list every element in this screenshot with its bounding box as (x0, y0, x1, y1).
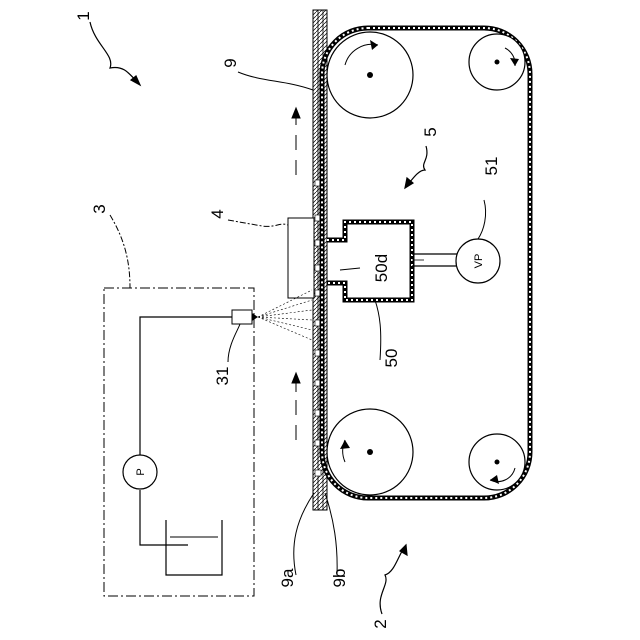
vacuum-pump-label: VP (473, 254, 485, 269)
pump-label: P (135, 468, 147, 475)
ref-2: 2 (371, 619, 390, 628)
ref-50: 50 (382, 349, 401, 368)
roller-top-left (327, 32, 413, 118)
ref-51: 51 (482, 157, 501, 176)
ref-9a: 9a (278, 568, 297, 587)
ref-31: 31 (213, 367, 232, 386)
ref-5: 5 (421, 127, 440, 136)
reference-numerals: 1 2 3 4 5 9 9a 9b 31 50 50d 51 (74, 11, 501, 628)
ref-50d: 50d (372, 254, 391, 282)
ref-3: 3 (90, 204, 109, 213)
vacuum-pump: VP (456, 239, 500, 283)
chamber-4 (288, 218, 314, 298)
pump: P (123, 455, 157, 489)
ref-9b: 9b (330, 569, 349, 588)
roller-bottom-left (327, 409, 413, 495)
ref-4: 4 (208, 209, 227, 218)
supply-unit (104, 288, 254, 596)
roller-bottom-right (469, 434, 525, 490)
roller-top-right (469, 34, 525, 90)
suction-box (327, 222, 458, 300)
ref-1: 1 (74, 11, 93, 20)
ref-9: 9 (221, 58, 240, 67)
